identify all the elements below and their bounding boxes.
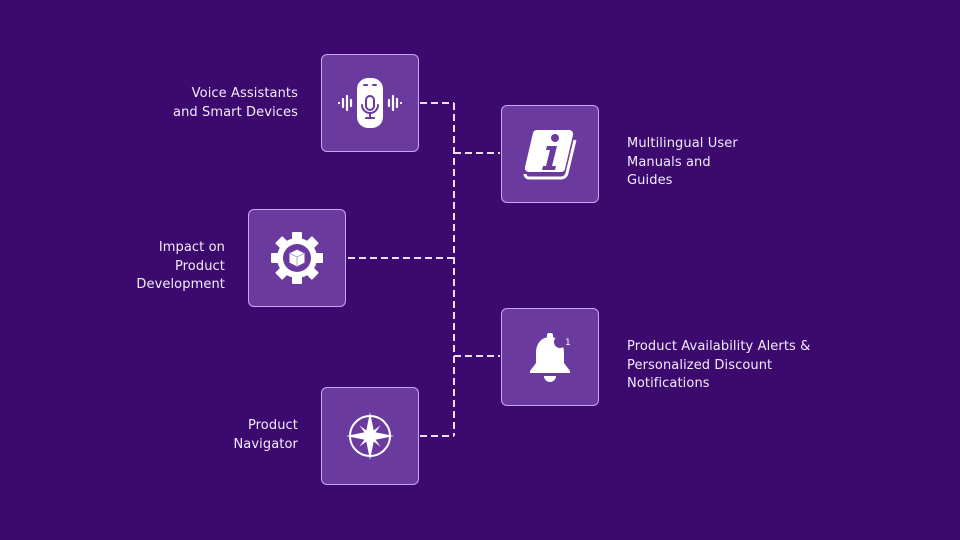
label-line: Multilingual User [627, 136, 738, 151]
compass-icon [342, 408, 398, 464]
label-line: Manuals and [627, 154, 711, 170]
label-line: Product Availability Alerts & [627, 339, 811, 354]
notification-badge: 1 [565, 338, 571, 348]
smart-speaker-icon [335, 68, 405, 138]
node-label-voice: Voice Assistants and Smart Devices [173, 85, 298, 122]
label-line: Product [174, 258, 225, 274]
label-line: Impact on [158, 240, 225, 255]
label-line: and Smart Devices [173, 104, 298, 120]
node-product-availability-alerts[interactable]: 1 [501, 308, 599, 406]
label-line: Notifications [627, 376, 710, 391]
node-label-navigator: Product Navigator [233, 417, 298, 454]
label-line: Product [247, 418, 298, 433]
label-line: Navigator [233, 436, 298, 452]
notification-bell-icon: 1 [520, 327, 580, 387]
label-line: Voice Assistants [191, 86, 298, 101]
label-line: Guides [627, 173, 673, 188]
node-multilingual-manuals[interactable] [501, 105, 599, 203]
node-impact-product-development[interactable] [248, 209, 346, 307]
node-voice-assistants[interactable] [321, 54, 419, 152]
label-line: Development [136, 277, 225, 292]
node-product-navigator[interactable] [321, 387, 419, 485]
info-book-icon [520, 124, 580, 184]
node-label-manuals: Multilingual User Manuals and Guides [627, 135, 738, 191]
node-label-impact: Impact on Product Development [136, 239, 225, 295]
node-label-alerts: Product Availability Alerts & Personaliz… [627, 338, 810, 394]
gear-cube-icon [269, 230, 325, 286]
label-line: Personalized Discount [627, 357, 773, 373]
